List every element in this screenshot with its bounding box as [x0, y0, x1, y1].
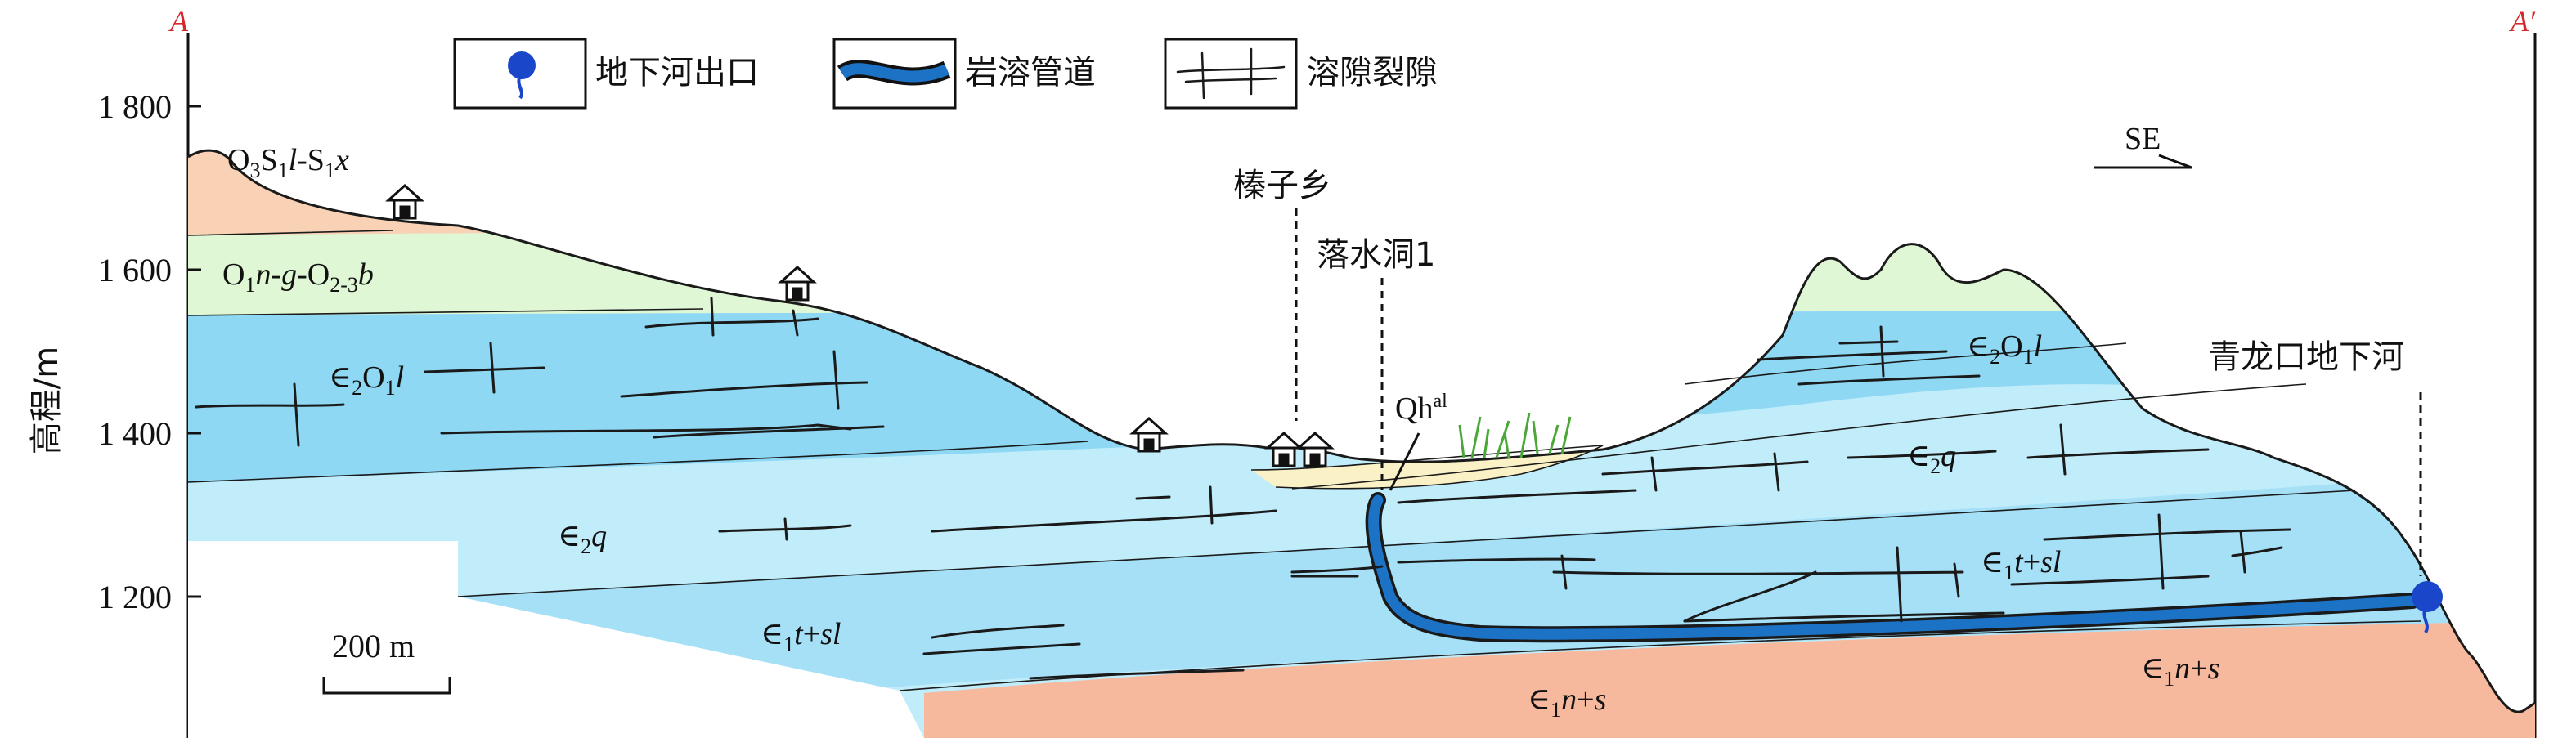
- direction-label: SE: [2125, 122, 2161, 156]
- qh-deposit-outline: [1250, 445, 1604, 490]
- legend-label-conduit: 岩溶管道: [965, 54, 1096, 92]
- direction-arrow: [2094, 154, 2192, 169]
- layer-c1tsl: [458, 470, 2535, 688]
- place-town-label: 榛子乡: [1233, 167, 1331, 204]
- stratum-label-c1ns-center: ∈1n+s: [1528, 682, 1606, 722]
- legend-label-outlet: 地下河出口: [595, 54, 759, 92]
- section-start-label: A: [168, 5, 189, 38]
- ground-surface: [187, 149, 2536, 713]
- layer-c1ns: [924, 621, 2535, 738]
- place-sinkhole-label: 落水洞1: [1317, 236, 1435, 274]
- section-end-label: A′: [2509, 5, 2536, 38]
- fissure-marks: [195, 297, 2291, 680]
- y-tick-label: 1 600: [98, 252, 172, 288]
- stratum-label-c2q-right: ∈2q: [1907, 439, 1956, 478]
- spring-outlet-icon: [2412, 581, 2443, 634]
- legend-label-fissure: 溶隙裂隙: [1307, 54, 1438, 92]
- stratum-label-c2q-left: ∈2q: [558, 519, 607, 558]
- karst-fissure-icon: [1176, 47, 1286, 100]
- y-tick-label: 1 800: [98, 88, 172, 125]
- spring-outlet-icon: [508, 51, 536, 100]
- stratum-label-qh: Qhal: [1395, 391, 1447, 426]
- stratum-label-c1tsl-left: ∈1t+sl: [761, 617, 841, 656]
- place-outlet-label: 青龙口地下河: [2208, 338, 2404, 376]
- leader-lines: [1295, 208, 2422, 576]
- y-tick-label: 1 200: [98, 579, 172, 615]
- stratum-label-o3s1: O3S1l-S1x: [227, 143, 349, 182]
- scale-bar: [322, 677, 451, 695]
- scale-bar-label: 200 m: [332, 628, 415, 664]
- stratum-label-c1tsl-right: ∈1t+sl: [1981, 545, 2062, 584]
- house-icons: [385, 183, 1335, 467]
- legend: [453, 38, 1298, 110]
- y-axis-ticks: [188, 105, 201, 598]
- y-tick-label: 1 400: [98, 415, 172, 452]
- layer-o3s1: [188, 150, 2535, 235]
- stratum-label-c2o1l-right: ∈2O1l: [1967, 329, 2042, 369]
- stratum-label-c1ns-right: ∈1n+s: [2141, 651, 2219, 691]
- grass-icon: [1458, 412, 1572, 458]
- stratum-label-c2o1l-left: ∈2O1l: [329, 360, 404, 400]
- stratum-label-o1n: O1n-g-O2-3b: [222, 257, 374, 297]
- y-axis-title: 高程/m: [28, 347, 65, 454]
- white-basement-wedge: [188, 541, 924, 738]
